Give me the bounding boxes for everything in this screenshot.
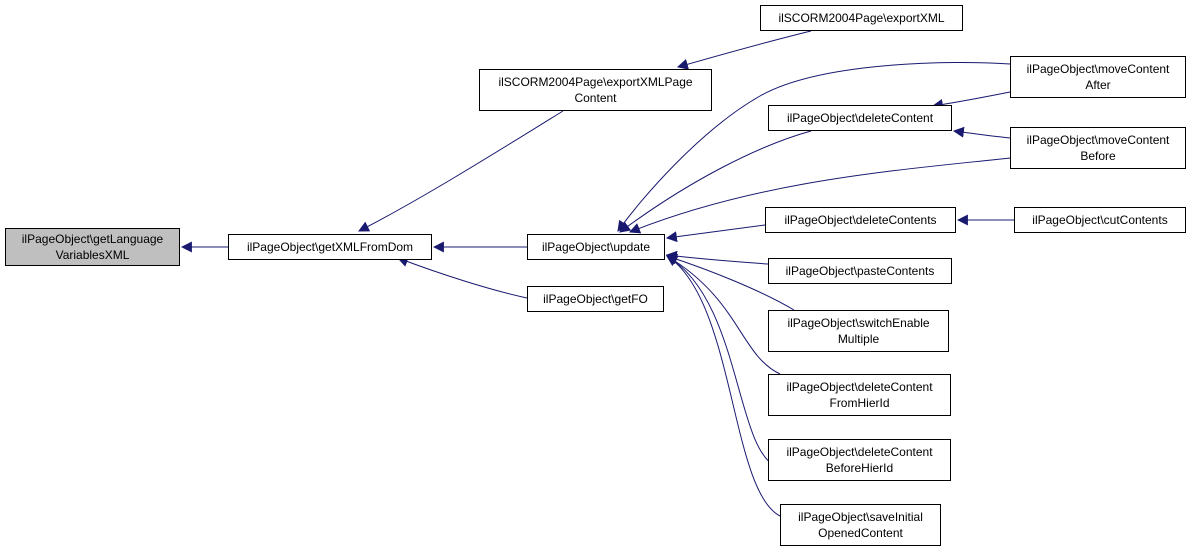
edge-deleteContent-to-update xyxy=(619,130,812,233)
node-update[interactable]: ilPageObject\update xyxy=(527,234,665,260)
node-pasteContents[interactable]: ilPageObject\pasteContents xyxy=(768,258,952,284)
node-moveContentAfter[interactable]: ilPageObject\moveContent After xyxy=(1010,56,1186,98)
node-exportXML[interactable]: ilSCORM2004Page\exportXML xyxy=(760,5,963,31)
edge-moveContentBefore-to-deleteContent xyxy=(952,126,1011,139)
edge-pasteContents-to-update xyxy=(665,250,769,265)
node-moveContentBefore[interactable]: ilPageObject\moveContent Before xyxy=(1010,127,1186,169)
node-deleteContents[interactable]: ilPageObject\deleteContents xyxy=(765,207,956,233)
edge-moveContentBefore-to-update xyxy=(628,157,1011,234)
edge-saveInitialOpenedContent-to-update xyxy=(666,255,781,517)
node-getLanguageVariablesXML: ilPageObject\getLanguage VariablesXML xyxy=(5,228,180,266)
edge-getFO-to-getXMLFromDom xyxy=(396,256,528,299)
node-saveInitialOpenedContent[interactable]: ilPageObject\saveInitial OpenedContent xyxy=(780,504,941,546)
node-cutContents[interactable]: ilPageObject\cutContents xyxy=(1014,207,1186,233)
node-getFO[interactable]: ilPageObject\getFO xyxy=(527,286,664,312)
edge-deleteContentBeforeHierId-to-update xyxy=(666,255,776,467)
edge-deleteContents-to-update xyxy=(665,224,766,243)
node-deleteContentFromHierId[interactable]: ilPageObject\deleteContent FromHierId xyxy=(768,374,951,416)
edge-exportXMLPageContent-to-getXMLFromDom xyxy=(358,110,564,232)
node-exportXMLPageContent[interactable]: ilSCORM2004Page\exportXMLPage Content xyxy=(479,69,712,111)
edge-switchEnableMultiple-to-update xyxy=(665,253,795,311)
edge-moveContentAfter-to-update xyxy=(617,62,1011,232)
node-deleteContentBeforeHierId[interactable]: ilPageObject\deleteContent BeforeHierId xyxy=(768,439,951,481)
node-switchEnableMultiple[interactable]: ilPageObject\switchEnable Multiple xyxy=(768,310,949,352)
edge-moveContentAfter-to-deleteContent xyxy=(931,91,1011,110)
edge-deleteContentFromHierId-to-update xyxy=(666,255,781,375)
node-getXMLFromDom[interactable]: ilPageObject\getXMLFromDom xyxy=(228,234,432,260)
node-deleteContent[interactable]: ilPageObject\deleteContent xyxy=(768,105,952,131)
edge-exportXML-to-exportXMLPageContent xyxy=(676,30,812,70)
